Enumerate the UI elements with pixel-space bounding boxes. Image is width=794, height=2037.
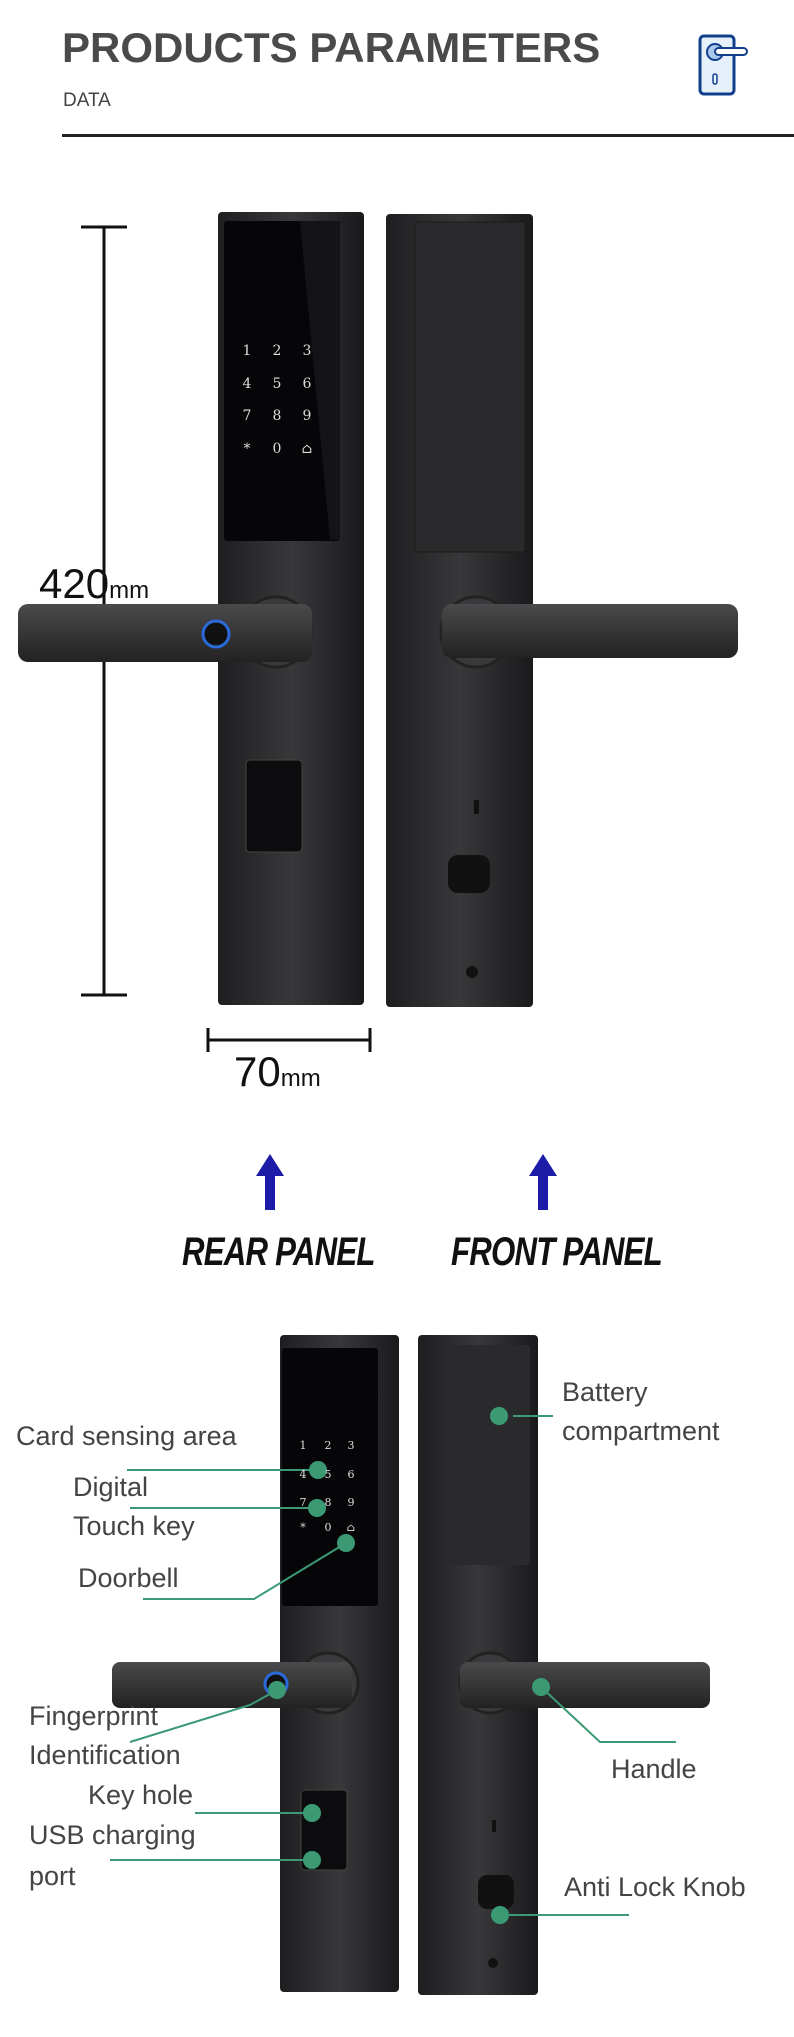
key-hole-cover bbox=[245, 759, 303, 853]
page-title: PRODUCTS PARAMETERS bbox=[62, 24, 601, 71]
front-handle bbox=[442, 604, 738, 658]
keypad-key[interactable]: 1 bbox=[299, 1439, 307, 1452]
width-dimension-label: 70mm bbox=[234, 1048, 321, 1096]
keypad-key[interactable]: 5 bbox=[324, 1468, 332, 1481]
fingerprint-sensor bbox=[201, 619, 231, 649]
page-subtitle: DATA bbox=[63, 90, 111, 111]
keypad-key[interactable]: 5 bbox=[272, 376, 282, 392]
keypad-key[interactable]: 2 bbox=[272, 343, 282, 359]
arrow-up-icon bbox=[256, 1154, 557, 1210]
callout-usb-1: USB charging bbox=[29, 1820, 196, 1850]
keypad-key[interactable]: 8 bbox=[324, 1496, 332, 1509]
doorbell-key-icon[interactable]: ⌂ bbox=[301, 441, 313, 457]
callout-key-hole: Key hole bbox=[88, 1780, 194, 1810]
keypad-key[interactable]: 1 bbox=[242, 343, 252, 359]
callout-handle: Handle bbox=[611, 1754, 697, 1784]
callout-doorbell: Doorbell bbox=[78, 1563, 179, 1593]
keypad-key[interactable]: 4 bbox=[299, 1468, 307, 1481]
height-value: 420 bbox=[39, 560, 110, 607]
keypad-key[interactable]: 3 bbox=[302, 343, 312, 359]
keypad-key[interactable]: 8 bbox=[272, 408, 282, 424]
rear-handle bbox=[18, 604, 312, 662]
keypad-key[interactable]: 6 bbox=[347, 1468, 355, 1481]
callout-anti-lock-knob: Anti Lock Knob bbox=[564, 1872, 746, 1902]
keypad-key[interactable]: 2 bbox=[324, 1439, 332, 1452]
width-dimension-line bbox=[206, 1028, 372, 1052]
keypad-key[interactable]: 4 bbox=[242, 376, 252, 392]
anti-lock-knob bbox=[448, 855, 490, 893]
callout-lines bbox=[110, 1415, 676, 1916]
callout-dots bbox=[268, 1407, 550, 1924]
callout-usb-2: port bbox=[29, 1861, 76, 1891]
keypad-key[interactable]: 7 bbox=[242, 408, 252, 424]
door-handle-icon bbox=[698, 34, 750, 96]
width-value: 70 bbox=[234, 1048, 281, 1095]
callout-fingerprint-2: Identification bbox=[29, 1740, 181, 1770]
front-panel-large bbox=[386, 214, 738, 1007]
callout-digital-1: Digital bbox=[73, 1472, 149, 1502]
keypad-key[interactable]: 3 bbox=[347, 1439, 355, 1452]
front-panel-label: FRONT PANEL bbox=[451, 1230, 663, 1274]
callout-battery-1: Battery bbox=[562, 1377, 648, 1407]
keypad-key[interactable]: * bbox=[300, 1521, 306, 1534]
keypad-key[interactable]: 9 bbox=[302, 408, 312, 424]
callout-card-sensing: Card sensing area bbox=[16, 1421, 237, 1451]
keypad-key[interactable]: 0 bbox=[324, 1521, 332, 1534]
keypad-key[interactable]: 9 bbox=[347, 1496, 355, 1509]
height-dimension-label: 420mm bbox=[39, 560, 149, 608]
width-unit: mm bbox=[280, 1065, 321, 1092]
keypad-key[interactable]: 7 bbox=[299, 1496, 307, 1509]
rear-panel-large bbox=[18, 212, 364, 1005]
callout-fingerprint-1: Fingerprint bbox=[29, 1701, 159, 1731]
keypad-key[interactable]: 0 bbox=[272, 441, 282, 457]
callout-battery-2: compartment bbox=[562, 1416, 720, 1446]
front-panel-small bbox=[418, 1335, 710, 1995]
doorbell-key-icon[interactable]: ⌂ bbox=[346, 1521, 356, 1534]
header-divider bbox=[62, 134, 794, 137]
keypad-key[interactable]: 6 bbox=[302, 376, 312, 392]
height-unit: mm bbox=[109, 577, 150, 604]
callout-digital-2: Touch key bbox=[73, 1511, 195, 1541]
keypad-key[interactable]: * bbox=[243, 441, 251, 457]
rear-panel-label: REAR PANEL bbox=[182, 1230, 375, 1274]
